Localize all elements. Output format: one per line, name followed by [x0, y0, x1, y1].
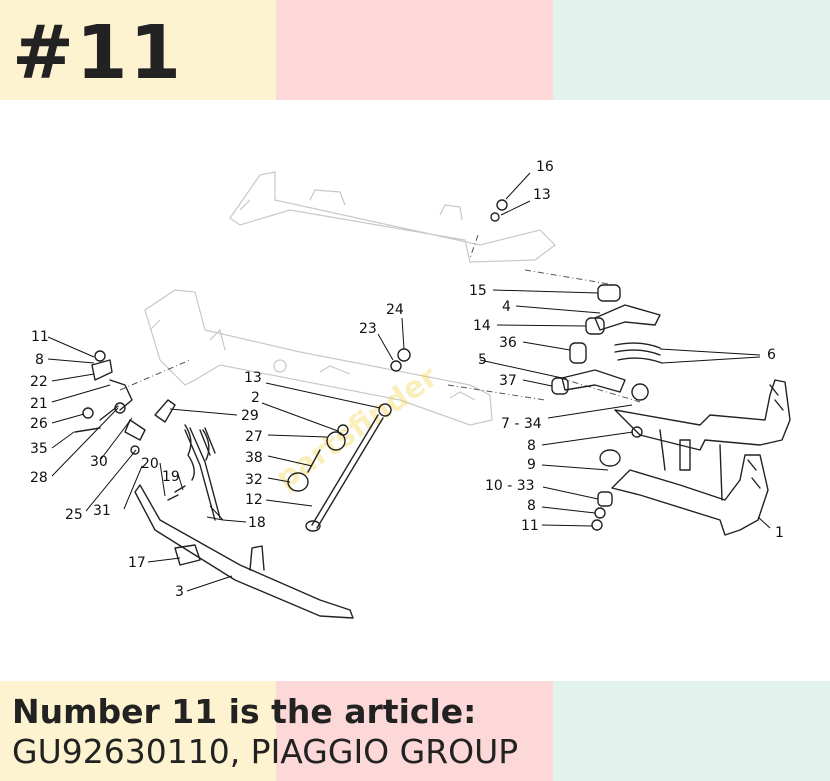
header-band-yellow [0, 0, 276, 100]
callout-8-lower: 8 [527, 498, 536, 514]
callout-21: 21 [30, 396, 48, 412]
callout-9: 9 [527, 457, 536, 473]
header-band [0, 0, 830, 100]
callout-labels: 16 13 15 4 14 36 6 5 37 7 - 34 8 9 10 - … [30, 159, 784, 600]
callout-1: 1 [775, 525, 784, 541]
callout-10-33: 10 - 33 [485, 478, 535, 494]
page-title: #11 [12, 10, 183, 96]
callout-36: 36 [499, 335, 517, 351]
callout-17: 17 [128, 555, 146, 571]
callout-20: 20 [141, 456, 159, 472]
callout-24: 24 [386, 302, 404, 318]
callout-3: 3 [175, 584, 184, 600]
callout-11: 11 [521, 518, 539, 534]
callout-8-left: 8 [35, 352, 44, 368]
center-parts [287, 348, 411, 532]
callout-22: 22 [30, 374, 48, 390]
callout-13: 13 [533, 187, 551, 203]
main-stand [599, 379, 791, 536]
callout-32: 32 [245, 472, 263, 488]
callout-23: 23 [359, 321, 377, 337]
callout-7-34: 7 - 34 [501, 416, 542, 432]
callout-38: 38 [245, 450, 263, 466]
leader-lines [47, 172, 771, 592]
callout-37: 37 [499, 373, 517, 389]
frame-ghost [144, 171, 556, 426]
callout-8: 8 [527, 438, 536, 454]
callout-30: 30 [90, 454, 108, 470]
callout-25: 25 [65, 507, 83, 523]
callout-14: 14 [473, 318, 491, 334]
callout-29: 29 [241, 408, 259, 424]
callout-11-left: 11 [31, 329, 49, 345]
callout-31: 31 [93, 503, 111, 519]
callout-5: 5 [478, 352, 487, 368]
callout-4: 4 [502, 299, 511, 315]
callout-12: 12 [245, 492, 263, 508]
callout-16: 16 [536, 159, 554, 175]
assembly-centerlines [119, 234, 641, 403]
bracket-parts [490, 199, 663, 531]
article-code: GU92630110, PIAGGIO GROUP [12, 732, 519, 771]
callout-27: 27 [245, 429, 263, 445]
callout-18: 18 [248, 515, 266, 531]
callout-35: 35 [30, 441, 48, 457]
footer-band-yellow [0, 681, 276, 781]
exploded-parts-diagram: partsfinder [30, 159, 791, 619]
callout-2: 2 [251, 390, 260, 406]
footer-band-pink [276, 681, 553, 781]
side-stand [74, 350, 354, 619]
callout-6: 6 [767, 347, 776, 363]
callout-19: 19 [162, 469, 180, 485]
footer-band-mint [553, 681, 830, 781]
callout-13-center: 13 [244, 370, 262, 386]
callout-26: 26 [30, 416, 48, 432]
callout-15: 15 [469, 283, 487, 299]
article-caption: Number 11 is the article: [12, 692, 477, 731]
footer-band [0, 681, 830, 781]
header-band-pink [276, 0, 553, 100]
header-band-mint [553, 0, 830, 100]
callout-28: 28 [30, 470, 48, 486]
